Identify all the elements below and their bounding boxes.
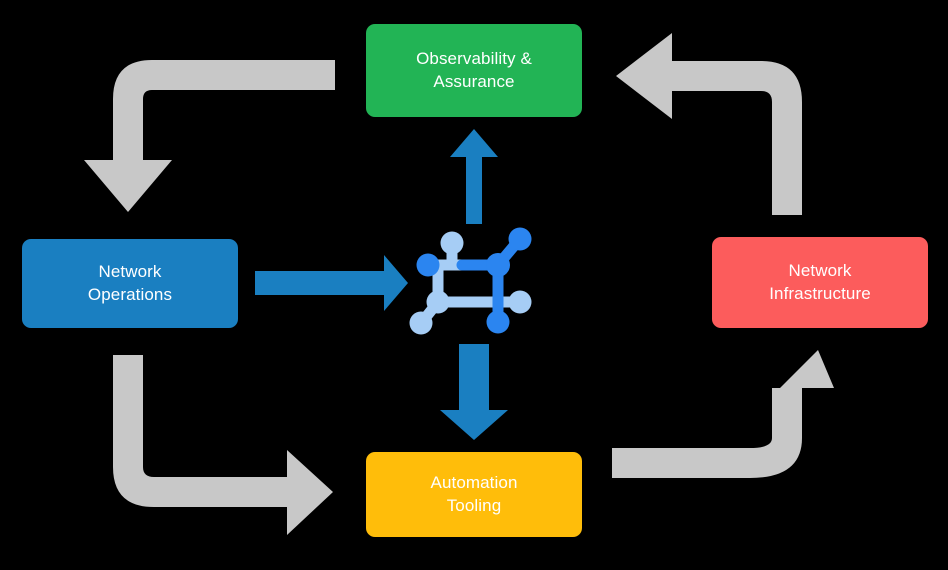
arrow-netops-to-center [255,255,408,311]
elbow-arrow-netinfra-to-observability [616,33,802,215]
elbow-arrow-netops-to-automation [113,355,333,535]
elbow-arrow-automation-to-netinfra [612,350,834,478]
node-network-infrastructure[interactable]: Network Infrastructure [712,237,928,328]
node-observability-assurance[interactable]: Observability & Assurance [366,24,582,117]
arrow-center-to-observability [450,129,498,224]
arrow-center-to-automation [440,344,508,440]
node-network-operations[interactable]: Network Operations [22,239,238,328]
node-automation-tooling[interactable]: Automation Tooling [366,452,582,537]
network-graph-icon [409,227,532,335]
graph-node-right-mid [508,290,532,314]
graph-node-center-hub [486,253,510,277]
graph-node-bottom-left-outer [409,311,433,335]
elbow-arrow-observability-to-netops [84,60,335,212]
graph-node-bottom-left-junction [426,290,450,314]
graph-node-top-left [440,231,464,255]
graph-node-top-right [508,227,532,251]
graph-node-left [416,253,440,277]
graph-node-bottom [486,310,510,334]
